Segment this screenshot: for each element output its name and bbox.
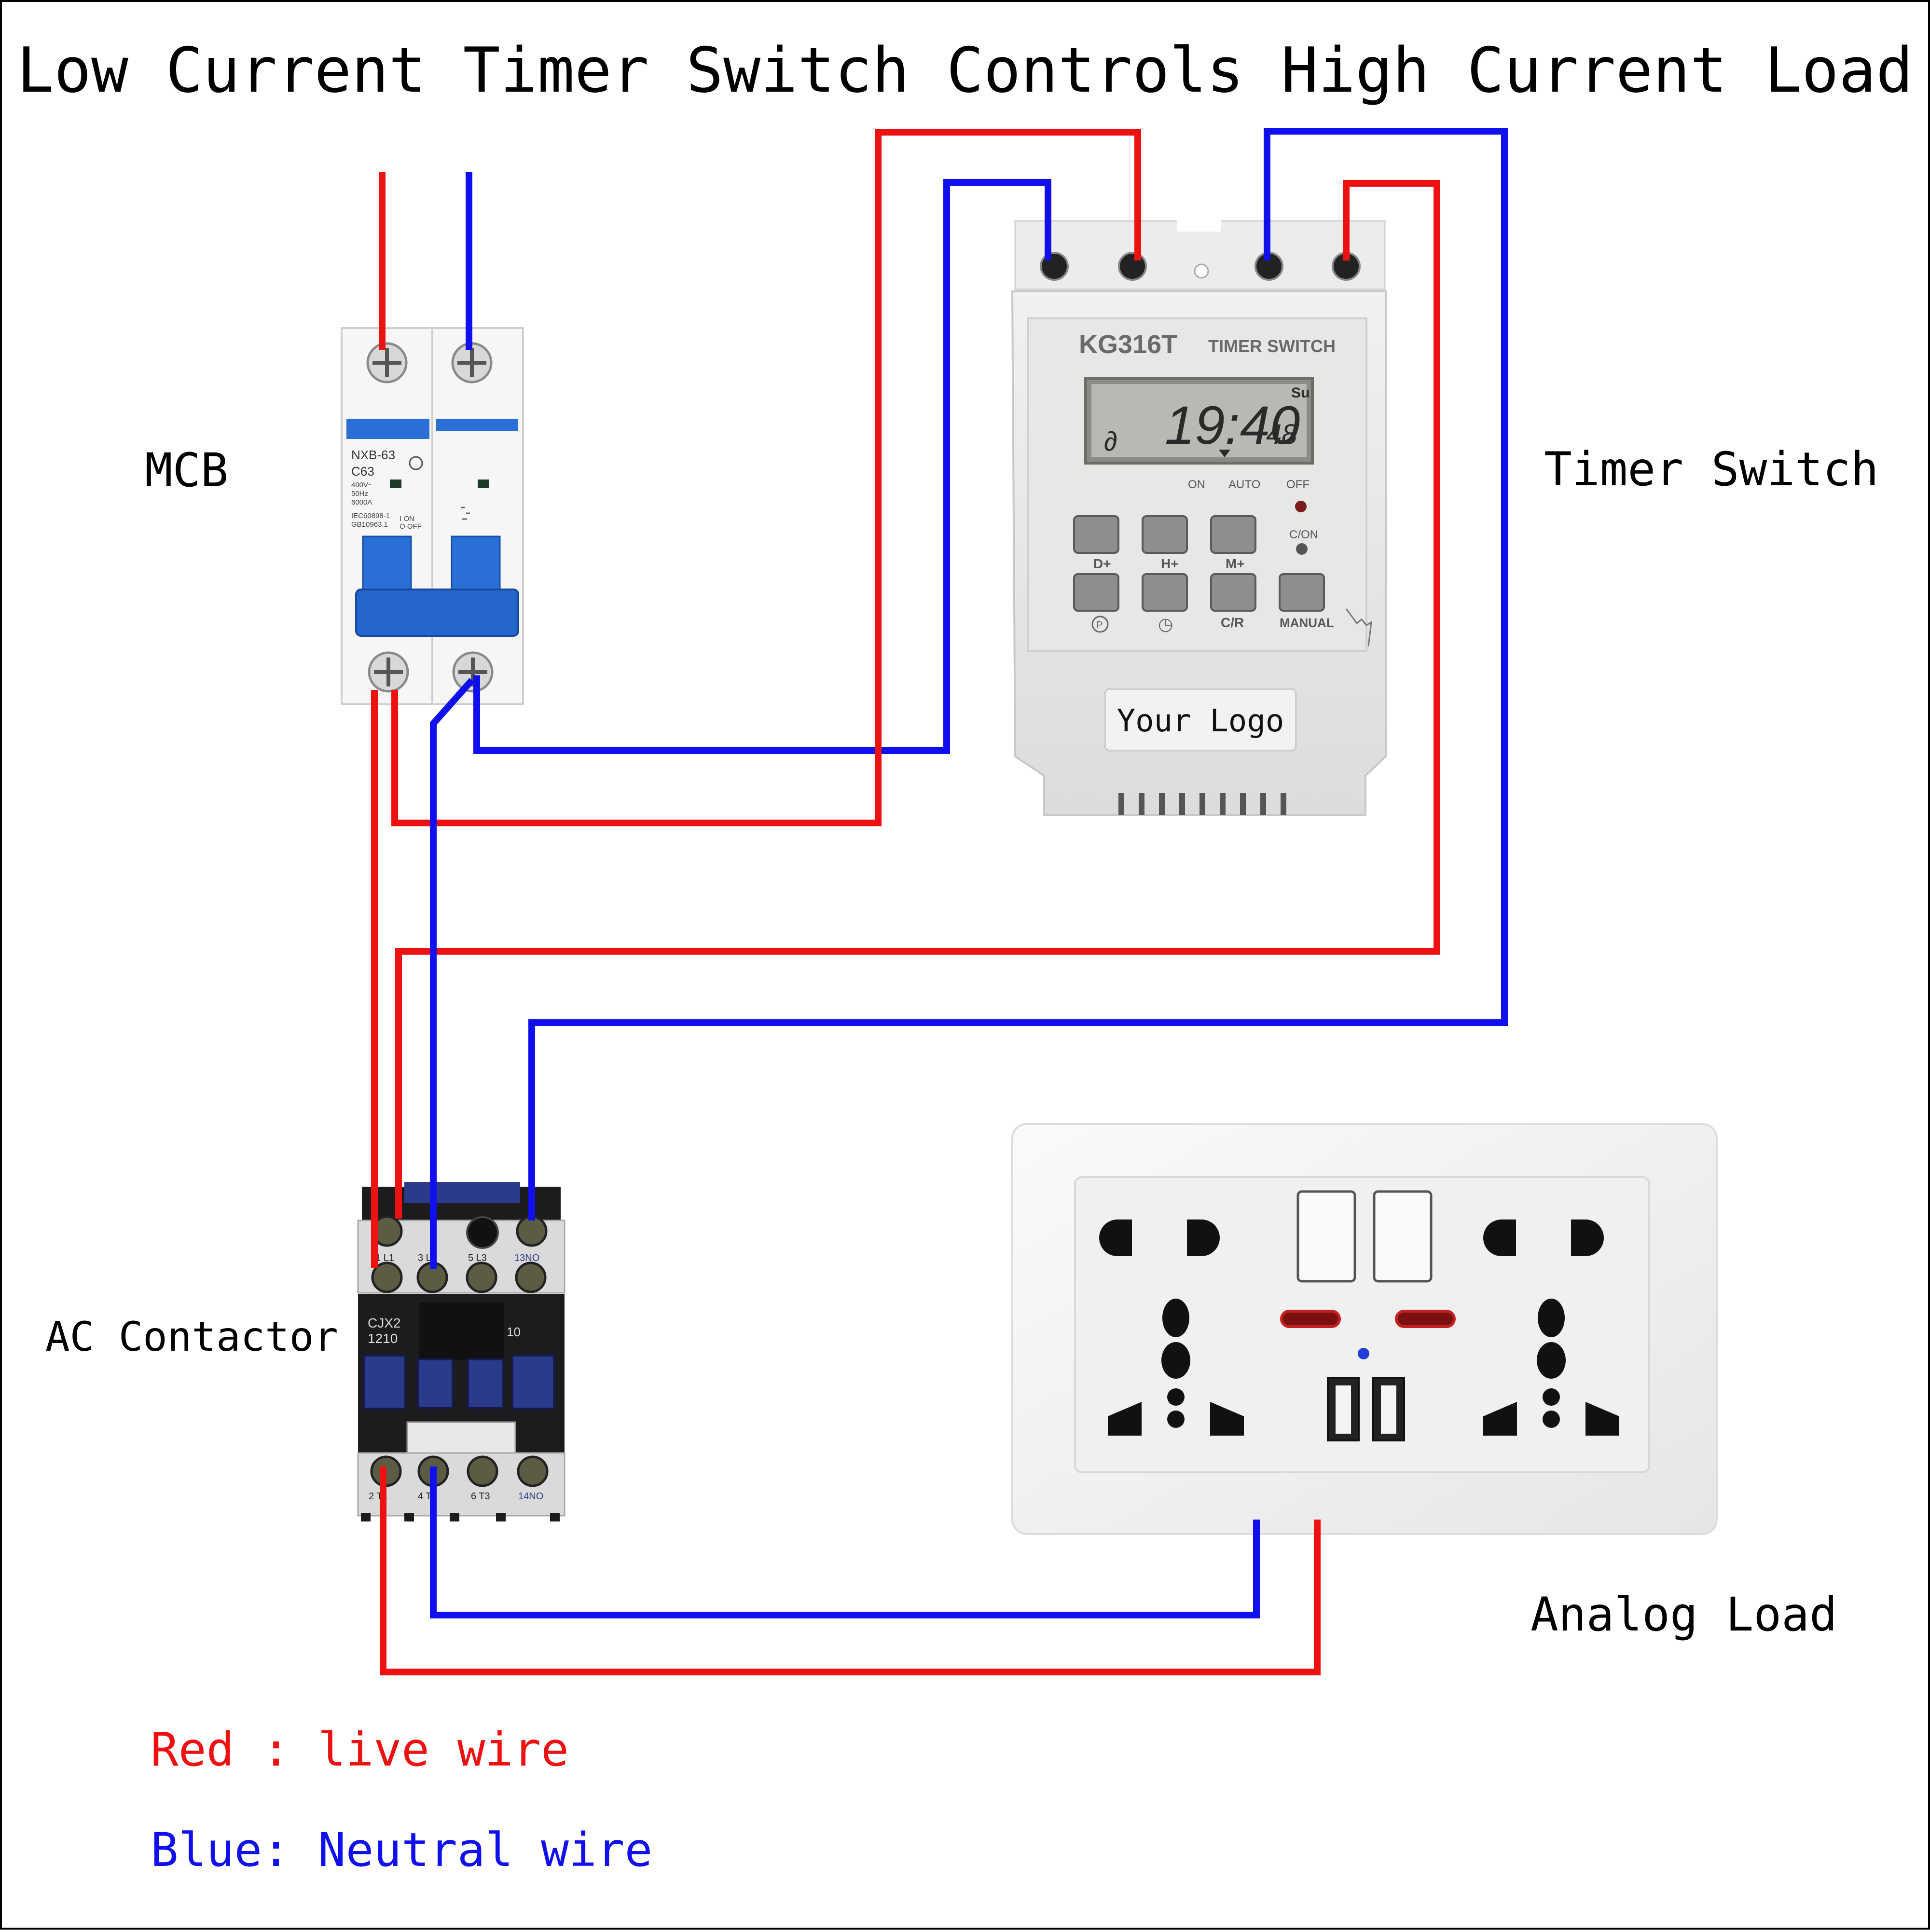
- timer-logo-text: Your Logo: [1117, 703, 1284, 739]
- timer-indicator-led-icon: [1296, 543, 1308, 555]
- timer-mode-button-1[interactable]: [1073, 515, 1119, 554]
- contactor-screw-icon: [466, 1261, 497, 1293]
- diagram-title: Low Current Timer Switch Controls High C…: [17, 35, 1913, 107]
- wire-timer-output-neutral: [528, 128, 1508, 1220]
- timer-bottom-label-cr: C/R: [1221, 615, 1244, 630]
- mcb-spec-0: 400V~: [351, 481, 372, 489]
- clock-icon: ◷: [1158, 614, 1173, 634]
- timer-mode-button-2[interactable]: [1142, 515, 1188, 554]
- mcb-spec-4: GB10963.1: [351, 521, 388, 529]
- contactor-top-terminal-1: 1 L1: [375, 1253, 394, 1263]
- wire-mcb-to-contactor-l2: [430, 678, 475, 1269]
- timer-manual-button[interactable]: [1279, 573, 1325, 612]
- hand-press-icon: [1345, 608, 1372, 647]
- contactor-screw-icon: [371, 1261, 403, 1293]
- label-analog-load: Analog Load: [1530, 1588, 1837, 1642]
- socket-switch-right[interactable]: [1373, 1190, 1433, 1283]
- timer-vent-slots: [1118, 793, 1286, 815]
- wire-timer-output-live: [395, 180, 1440, 1219]
- timer-hour-button[interactable]: [1142, 573, 1188, 612]
- timer-minute-button[interactable]: [1210, 573, 1256, 612]
- contactor-screw-icon: [467, 1455, 498, 1487]
- socket-blue-led-icon: [1358, 1348, 1369, 1359]
- mcb-toggle-handle[interactable]: [355, 589, 519, 637]
- timer-mode-off: OFF: [1286, 478, 1310, 491]
- socket-outlet-right[interactable]: [1483, 1219, 1619, 1436]
- contactor-number: 1210: [368, 1331, 398, 1346]
- timer-mode-auto: AUTO: [1228, 478, 1260, 491]
- timer-logo-plate: [1104, 688, 1297, 752]
- timer-led-icon: [1295, 501, 1307, 512]
- socket-switch-left[interactable]: [1296, 1190, 1356, 1283]
- timer-lcd-time: 19:40: [1165, 395, 1300, 455]
- wall-socket-device: [1011, 1123, 1718, 1535]
- timer-bottom-label-p: P: [1096, 620, 1103, 630]
- program-icon: [1091, 616, 1109, 633]
- timer-day-button[interactable]: [1073, 573, 1119, 612]
- timer-indicator-label: C/ON: [1289, 528, 1318, 541]
- timer-button-label-manual: MANUAL: [1280, 616, 1334, 630]
- socket-outlet-left[interactable]: [1099, 1219, 1244, 1436]
- wires: [371, 128, 1508, 1675]
- mcb-spec-1: 50Hz: [351, 490, 368, 498]
- mcb-off-label: O OFF: [400, 522, 422, 531]
- ac-contactor-device: 1 L1 3 L2 5 L3 13NO CJX2 1210 10 2 T1 4 …: [357, 1182, 565, 1521]
- timer-model: KG316T: [1079, 330, 1177, 359]
- svg-text:∂: ∂: [1104, 426, 1117, 456]
- wire-load-live: [380, 1466, 1321, 1675]
- lcd-pointer-icon: [1219, 450, 1230, 457]
- mcb-rating: C63: [351, 464, 374, 479]
- timer-button-label-h: H+: [1161, 556, 1179, 571]
- mcb-spec-2: 6000A: [351, 498, 372, 507]
- socket-indicator-left: [1280, 1310, 1341, 1328]
- legend-live-wire: Red : live wire: [151, 1723, 569, 1777]
- wire-load-neutral: [430, 1466, 1260, 1618]
- timer-lcd-seconds: 48: [1266, 419, 1297, 450]
- timer-lcd-day: Su: [1291, 385, 1310, 401]
- label-ac-contactor: AC Contactor: [45, 1313, 338, 1360]
- contactor-bottom-terminal-4: 14NO: [518, 1491, 543, 1502]
- contactor-screw-icon: [517, 1455, 549, 1487]
- timer-terminal-screw-icon: [1118, 252, 1147, 281]
- mcb-spec-3: IEC60898-1: [351, 512, 390, 520]
- contactor-top-terminal-3: 5 L3: [468, 1253, 487, 1263]
- timer-mode-on: ON: [1188, 478, 1205, 491]
- contactor-model: CJX2: [368, 1315, 400, 1330]
- contactor-bottom-terminal-3: 6 T3: [471, 1491, 490, 1502]
- contactor-top-terminal-4: 13NO: [514, 1253, 539, 1263]
- timer-button-label-d: D+: [1093, 556, 1111, 571]
- mcb-model: NXB-63: [351, 448, 395, 462]
- ccc-mark-icon: [409, 456, 423, 470]
- mcb-on-label: I ON: [400, 515, 414, 523]
- timer-switch-device: KG316T TIMER SWITCH 19:40 48 Su ∂ ON AUT…: [1011, 212, 1387, 816]
- wire-timer-neutral-supply: [473, 179, 1051, 754]
- timer-button-label-m: M+: [1226, 556, 1245, 571]
- label-mcb: MCB: [145, 443, 228, 497]
- legend-neutral-wire: Blue: Neutral wire: [151, 1823, 652, 1877]
- wire-timer-live-supply: [391, 129, 1141, 826]
- contactor-aux: 10: [507, 1325, 521, 1339]
- timer-type: TIMER SWITCH: [1208, 336, 1336, 356]
- label-timer-switch: Timer Switch: [1544, 442, 1879, 496]
- contactor-screw-icon: [516, 1215, 548, 1247]
- contactor-screw-icon: [515, 1261, 547, 1293]
- mcb-device: NXB-63 C63 400V~ 50Hz 6000A IEC60898-1 G…: [341, 327, 524, 705]
- timer-mode-button-3[interactable]: [1210, 515, 1256, 554]
- socket-indicator-right: [1395, 1310, 1456, 1328]
